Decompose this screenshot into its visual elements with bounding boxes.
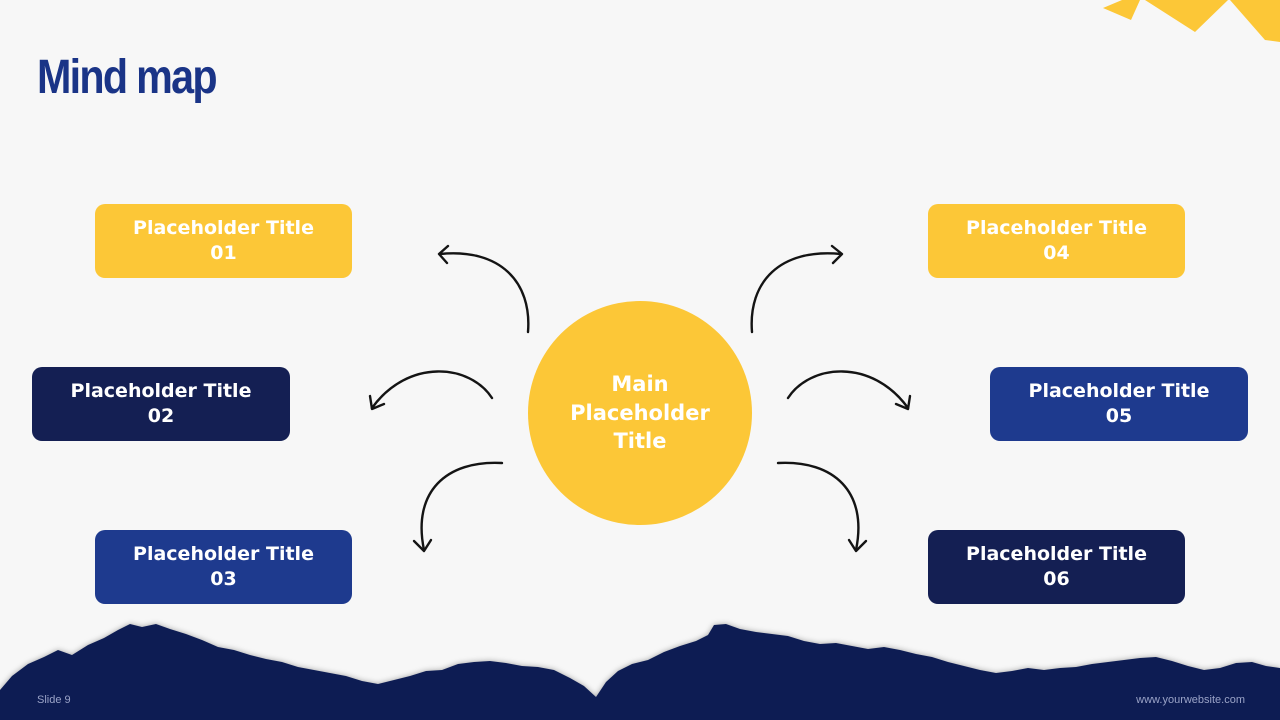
node-06[interactable]: Placeholder Title 06	[928, 530, 1185, 604]
node-05-title: Placeholder Title	[1028, 380, 1210, 402]
main-topic-line-2: Placeholder	[570, 400, 710, 425]
main-topic-line-1: Main	[611, 372, 669, 397]
page-title: Mind map	[37, 51, 218, 104]
node-03-title: Placeholder Title	[133, 543, 314, 565]
main-topic-circle[interactable]: Main Placeholder Title	[528, 301, 752, 525]
node-05-number: 05	[1105, 405, 1133, 427]
node-06-title: Placeholder Title	[966, 543, 1147, 565]
arrow-to-03	[412, 461, 504, 553]
node-01-title: Placeholder Title	[133, 217, 314, 239]
node-04-title: Placeholder Title	[966, 217, 1147, 239]
node-04[interactable]: Placeholder Title 04	[928, 204, 1185, 278]
node-03-number: 03	[210, 568, 237, 590]
node-06-number: 06	[1043, 568, 1070, 590]
node-02-title: Placeholder Title	[70, 380, 252, 402]
main-topic-line-3: Title	[613, 429, 667, 454]
node-01-number: 01	[210, 242, 237, 264]
node-04-number: 04	[1043, 242, 1070, 264]
arrow-to-02	[368, 370, 494, 411]
corner-shape-left	[1103, 0, 1140, 20]
arrow-to-05	[786, 370, 912, 411]
node-02[interactable]: Placeholder Title 02	[32, 367, 290, 441]
node-01[interactable]: Placeholder Title 01	[95, 204, 352, 278]
arrow-to-04	[750, 244, 844, 334]
corner-shape-middle	[1145, 0, 1228, 32]
torn-edge	[0, 624, 1280, 720]
website-url: www.yourwebsite.com	[1136, 694, 1245, 706]
node-05[interactable]: Placeholder Title 05	[990, 367, 1248, 441]
node-02-number: 02	[147, 405, 175, 427]
slide-number: Slide 9	[37, 694, 71, 706]
arrow-to-06	[776, 461, 868, 553]
arrow-to-01	[437, 244, 530, 334]
corner-shape-right	[1230, 0, 1280, 42]
node-03[interactable]: Placeholder Title 03	[95, 530, 352, 604]
